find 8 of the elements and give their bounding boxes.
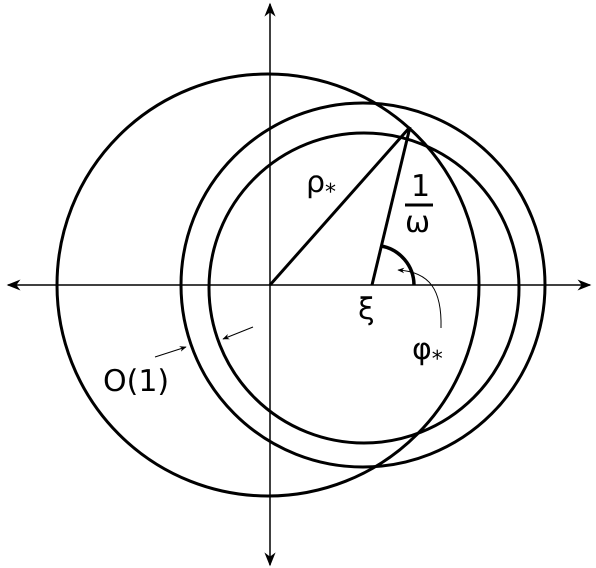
point-label: ξ	[358, 295, 375, 325]
fraction-numerator: 1	[411, 172, 430, 202]
radius-label: ρ$_{*}$	[306, 168, 336, 204]
fraction-denominator: ω	[405, 208, 430, 238]
angle-arc	[380, 244, 416, 286]
angle-label: φ$_{*}$	[412, 335, 443, 371]
leader-line	[397, 268, 442, 328]
gap-label: O(1)	[103, 367, 170, 397]
